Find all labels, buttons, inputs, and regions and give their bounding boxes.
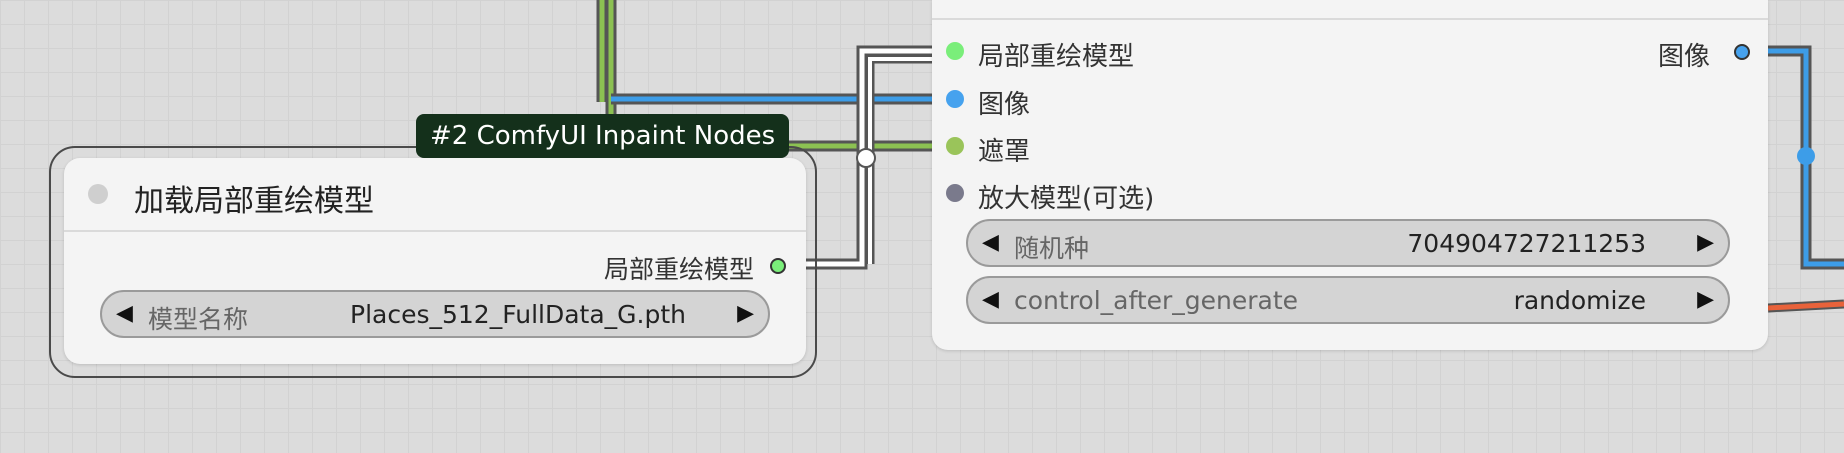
input-label-image: 图像 [978, 90, 1031, 120]
output-label-inpaint-model: 局部重绘模型 [603, 255, 754, 284]
group-badge[interactable]: #2 ComfyUI Inpaint Nodes [416, 114, 790, 158]
collapse-toggle[interactable] [88, 184, 108, 204]
input-socket-upscale-model[interactable] [946, 184, 964, 202]
input-label-upscale-model: 放大模型(可选) [978, 184, 1155, 214]
increment-arrow-icon[interactable]: ▶ [1697, 230, 1714, 255]
decrement-arrow-icon[interactable]: ◀ [982, 230, 999, 255]
input-socket-mask[interactable] [946, 137, 964, 155]
widget-value: 704904727211253 [1407, 229, 1646, 258]
model-name-widget[interactable]: ◀ 模型名称 Places_512_FullData_G.pth ▶ [100, 290, 770, 338]
widget-value: randomize [1513, 286, 1646, 315]
decrement-arrow-icon[interactable]: ◀ [116, 301, 133, 326]
header-divider [932, 18, 1768, 20]
node-header[interactable]: 加载局部重绘模型 [64, 158, 806, 232]
node-title: 加载局部重绘模型 [134, 184, 374, 219]
output-socket-inpaint-model[interactable] [770, 258, 786, 274]
widget-name: control_after_generate [1014, 286, 1299, 315]
increment-arrow-icon[interactable]: ▶ [1697, 287, 1714, 312]
widget-name: 随机种 [1014, 234, 1090, 263]
seed-widget[interactable]: ◀ 随机种 704904727211253 ▶ [966, 219, 1730, 267]
control-after-generate-widget[interactable]: ◀ control_after_generate randomize ▶ [966, 276, 1730, 324]
load-inpaint-model-node[interactable]: 加载局部重绘模型 局部重绘模型 ◀ 模型名称 Places_512_FullDa… [64, 158, 806, 364]
input-label-mask: 遮罩 [978, 137, 1031, 167]
input-socket-inpaint-model[interactable] [946, 42, 964, 60]
output-socket-image[interactable] [1734, 44, 1750, 60]
widget-name: 模型名称 [148, 305, 249, 334]
increment-arrow-icon[interactable]: ▶ [737, 301, 754, 326]
widget-value: Places_512_FullData_G.pth [350, 300, 686, 329]
decrement-arrow-icon[interactable]: ◀ [982, 287, 999, 312]
output-label-image: 图像 [1657, 42, 1710, 72]
inpaint-node[interactable]: 局部重绘模型 图像 遮罩 放大模型(可选) 图像 ◀ 随机种 704904727… [932, 0, 1768, 350]
input-socket-image[interactable] [946, 90, 964, 108]
input-label-inpaint-model: 局部重绘模型 [978, 42, 1135, 72]
